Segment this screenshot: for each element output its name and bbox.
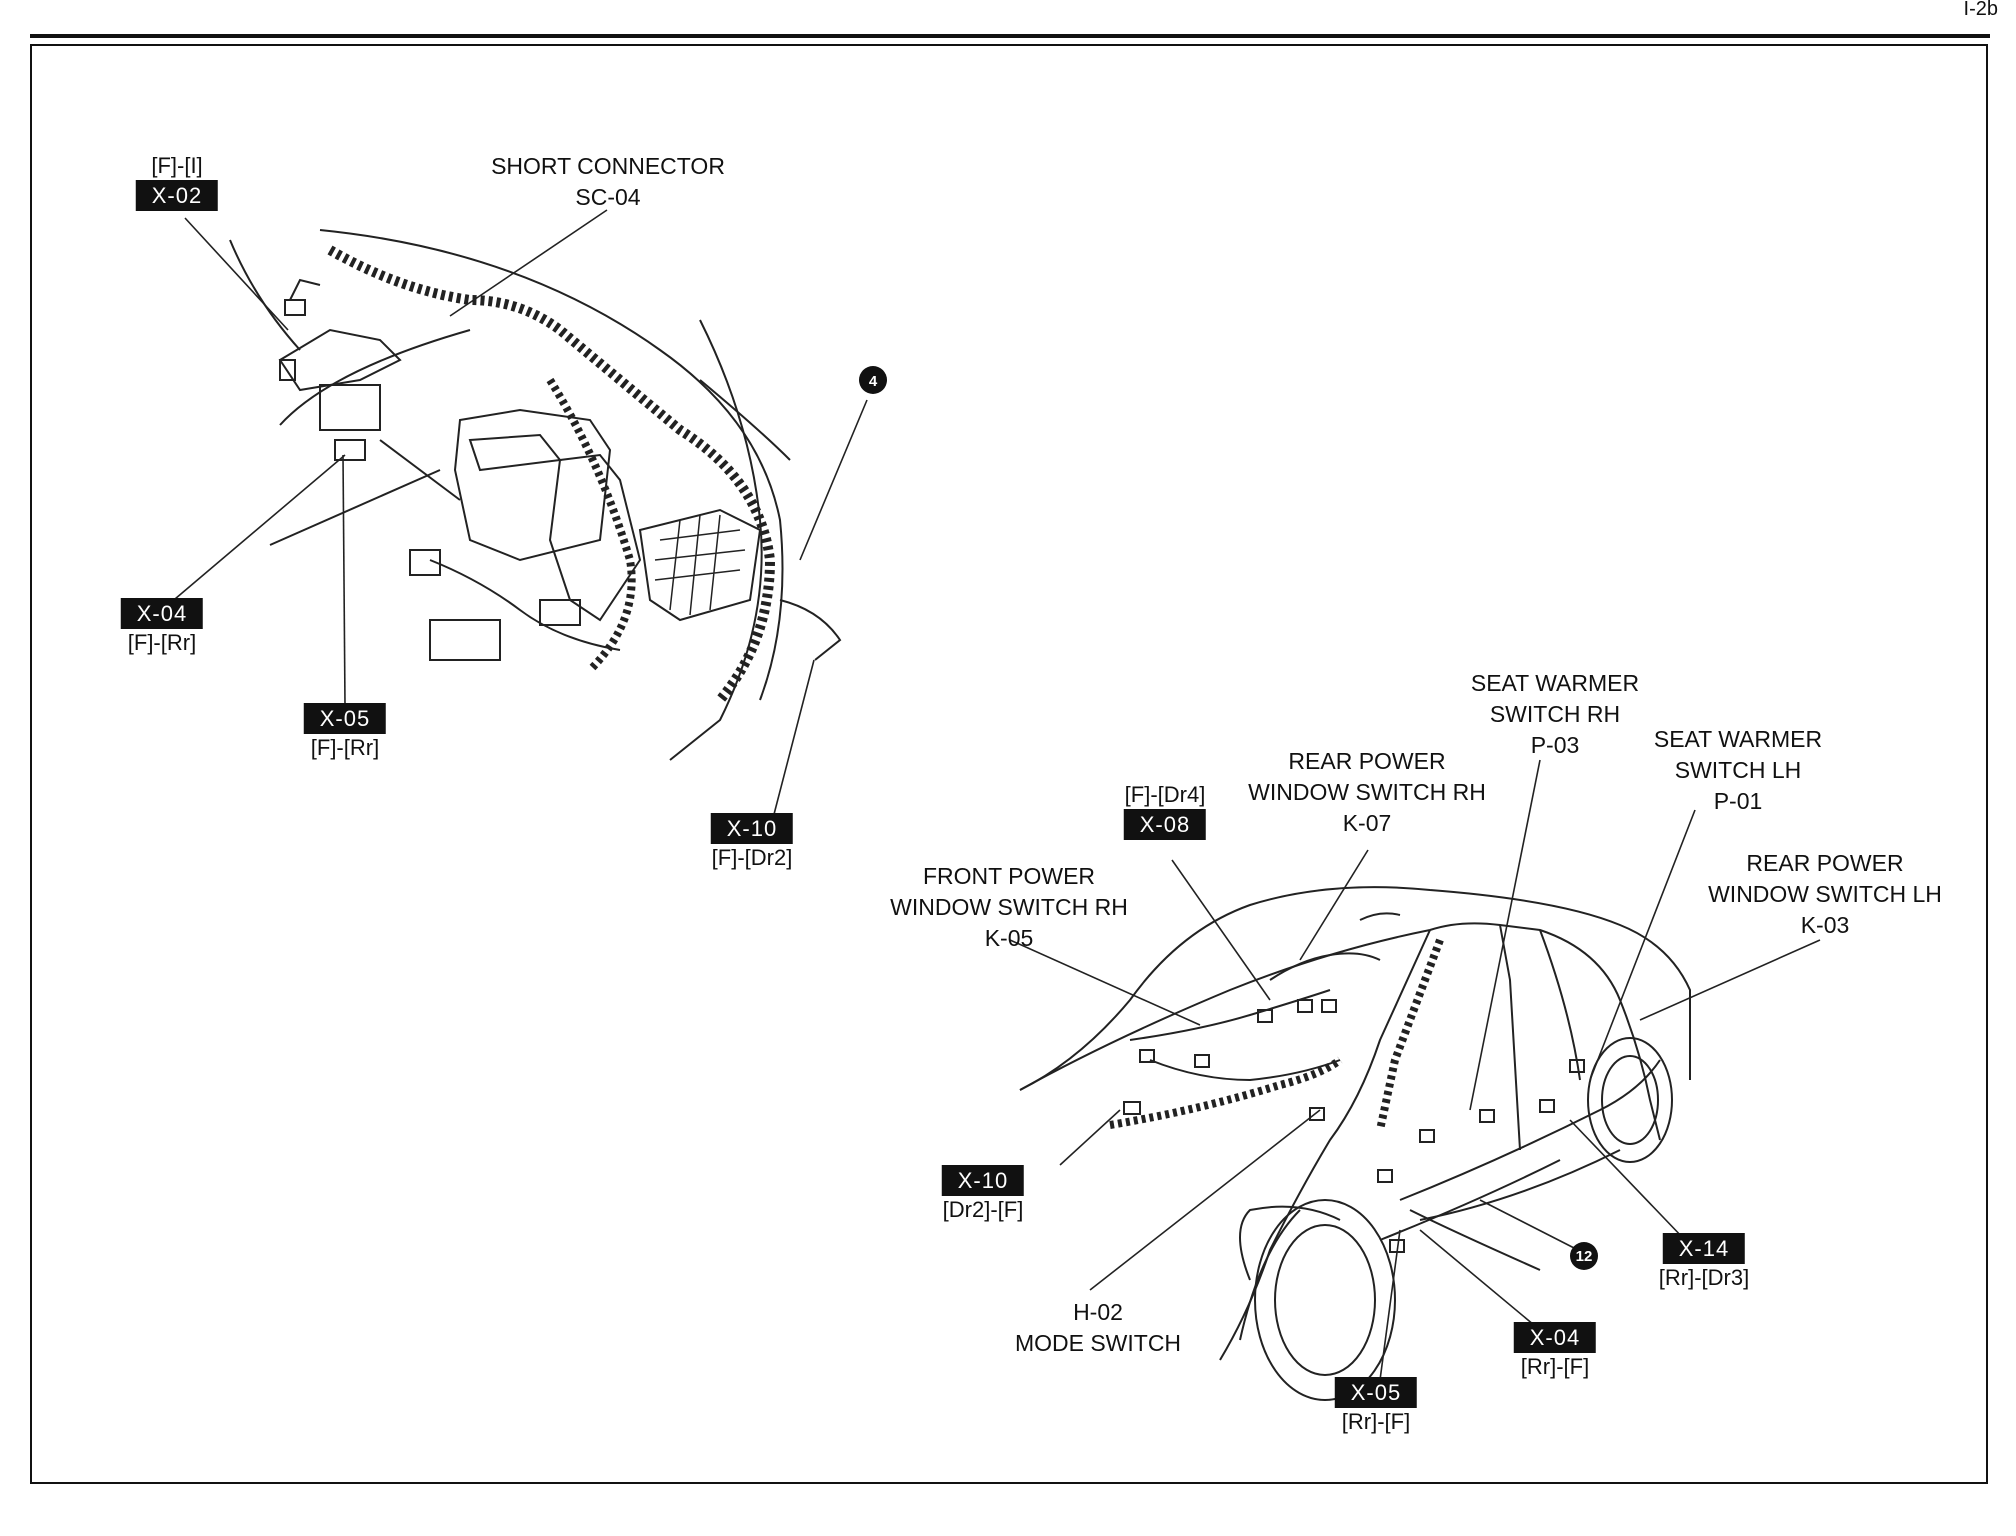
connector-code: [F]-[I] bbox=[151, 153, 203, 178]
component-code: K-05 bbox=[984, 925, 1034, 951]
ground-point-4: 4 bbox=[859, 366, 887, 394]
component-name: MODE SWITCH bbox=[1014, 1330, 1182, 1356]
component-label-mode-switch: H-02 MODE SWITCH bbox=[1015, 1297, 1181, 1359]
component-name-line2: WINDOW SWITCH RH bbox=[890, 894, 1128, 920]
connector-callout-x10-door: X-10 [Dr2]-[F] bbox=[941, 1165, 1025, 1224]
connector-code: [Rr]-[F] bbox=[1341, 1409, 1411, 1434]
component-name-line2: SWITCH RH bbox=[1489, 701, 1621, 727]
ground-point-12: 12 bbox=[1570, 1242, 1598, 1270]
connector-callout-x02: [F]-[I] X-02 bbox=[135, 152, 219, 211]
leader-lines bbox=[161, 209, 1821, 1381]
connector-badge: X-05 bbox=[1334, 1377, 1418, 1408]
connector-badge: X-10 bbox=[710, 813, 794, 844]
component-code: H-02 bbox=[1073, 1299, 1123, 1325]
component-name-line1: REAR POWER bbox=[1288, 748, 1446, 774]
connector-code: [Dr2]-[F] bbox=[942, 1197, 1024, 1222]
component-name-line1: SEAT WARMER bbox=[1653, 726, 1823, 752]
connector-code: [F]-[Rr] bbox=[310, 735, 380, 760]
connector-code: [Rr]-[F] bbox=[1520, 1354, 1590, 1379]
component-name: SHORT CONNECTOR bbox=[491, 153, 725, 179]
component-code: K-03 bbox=[1800, 912, 1850, 938]
connector-badge: X-08 bbox=[1123, 809, 1207, 840]
connector-callout-x10-front: X-10 [F]-[Dr2] bbox=[710, 813, 794, 872]
connector-code: [F]-[Dr2] bbox=[711, 845, 793, 870]
top-rule bbox=[30, 34, 1990, 38]
svg-text:4: 4 bbox=[869, 373, 878, 390]
connector-badge: X-02 bbox=[135, 180, 219, 211]
connector-callout-x05-front: X-05 [F]-[Rr] bbox=[303, 703, 387, 762]
connector-callout-x14-rear: X-14 [Rr]-[Dr3] bbox=[1659, 1233, 1749, 1292]
component-code: P-03 bbox=[1530, 732, 1580, 758]
connector-callout-x04-front: X-04 [F]-[Rr] bbox=[120, 598, 204, 657]
component-label-rear-pw-rh: REAR POWER WINDOW SWITCH RH K-07 bbox=[1248, 746, 1486, 839]
connector-callout-x08-door: [F]-[Dr4] X-08 bbox=[1123, 781, 1207, 840]
connector-code: [Rr]-[Dr3] bbox=[1658, 1265, 1750, 1290]
connector-badge: X-04 bbox=[1513, 1322, 1597, 1353]
connector-badge: X-10 bbox=[941, 1165, 1025, 1196]
component-label-seat-warmer-rh: SEAT WARMER SWITCH RH P-03 bbox=[1471, 668, 1639, 761]
component-code: SC-04 bbox=[575, 184, 641, 210]
connector-badge: X-05 bbox=[303, 703, 387, 734]
dashboard-harness-drawing bbox=[229, 229, 842, 761]
connector-badge: X-14 bbox=[1662, 1233, 1746, 1264]
connector-code: [F]-[Rr] bbox=[127, 630, 197, 655]
connector-badge: X-04 bbox=[120, 598, 204, 629]
component-label-short-connector: SHORT CONNECTOR SC-04 bbox=[491, 151, 725, 213]
component-label-front-pw-rh: FRONT POWER WINDOW SWITCH RH K-05 bbox=[890, 861, 1128, 954]
component-name-line1: FRONT POWER bbox=[922, 863, 1096, 889]
component-name-line2: WINDOW SWITCH LH bbox=[1708, 881, 1942, 907]
component-name-line2: SWITCH LH bbox=[1674, 757, 1802, 783]
connector-callout-x04-rear: X-04 [Rr]-[F] bbox=[1513, 1322, 1597, 1381]
component-name-line1: REAR POWER bbox=[1746, 850, 1904, 876]
component-name-line2: WINDOW SWITCH RH bbox=[1248, 779, 1486, 805]
component-code: P-01 bbox=[1713, 788, 1763, 814]
connector-code: [F]-[Dr4] bbox=[1124, 782, 1206, 807]
component-code: K-07 bbox=[1342, 810, 1392, 836]
page-number: I-2b bbox=[1963, 0, 1998, 20]
component-label-rear-pw-lh: REAR POWER WINDOW SWITCH LH K-03 bbox=[1708, 848, 1942, 941]
connector-callout-x05-rear: X-05 [Rr]-[F] bbox=[1334, 1377, 1418, 1436]
svg-text:12: 12 bbox=[1576, 1248, 1593, 1265]
diagram-frame bbox=[30, 44, 1988, 1484]
component-label-seat-warmer-lh: SEAT WARMER SWITCH LH P-01 bbox=[1654, 724, 1822, 817]
component-name-line1: SEAT WARMER bbox=[1470, 670, 1640, 696]
car-body-drawing bbox=[1019, 886, 1691, 1401]
